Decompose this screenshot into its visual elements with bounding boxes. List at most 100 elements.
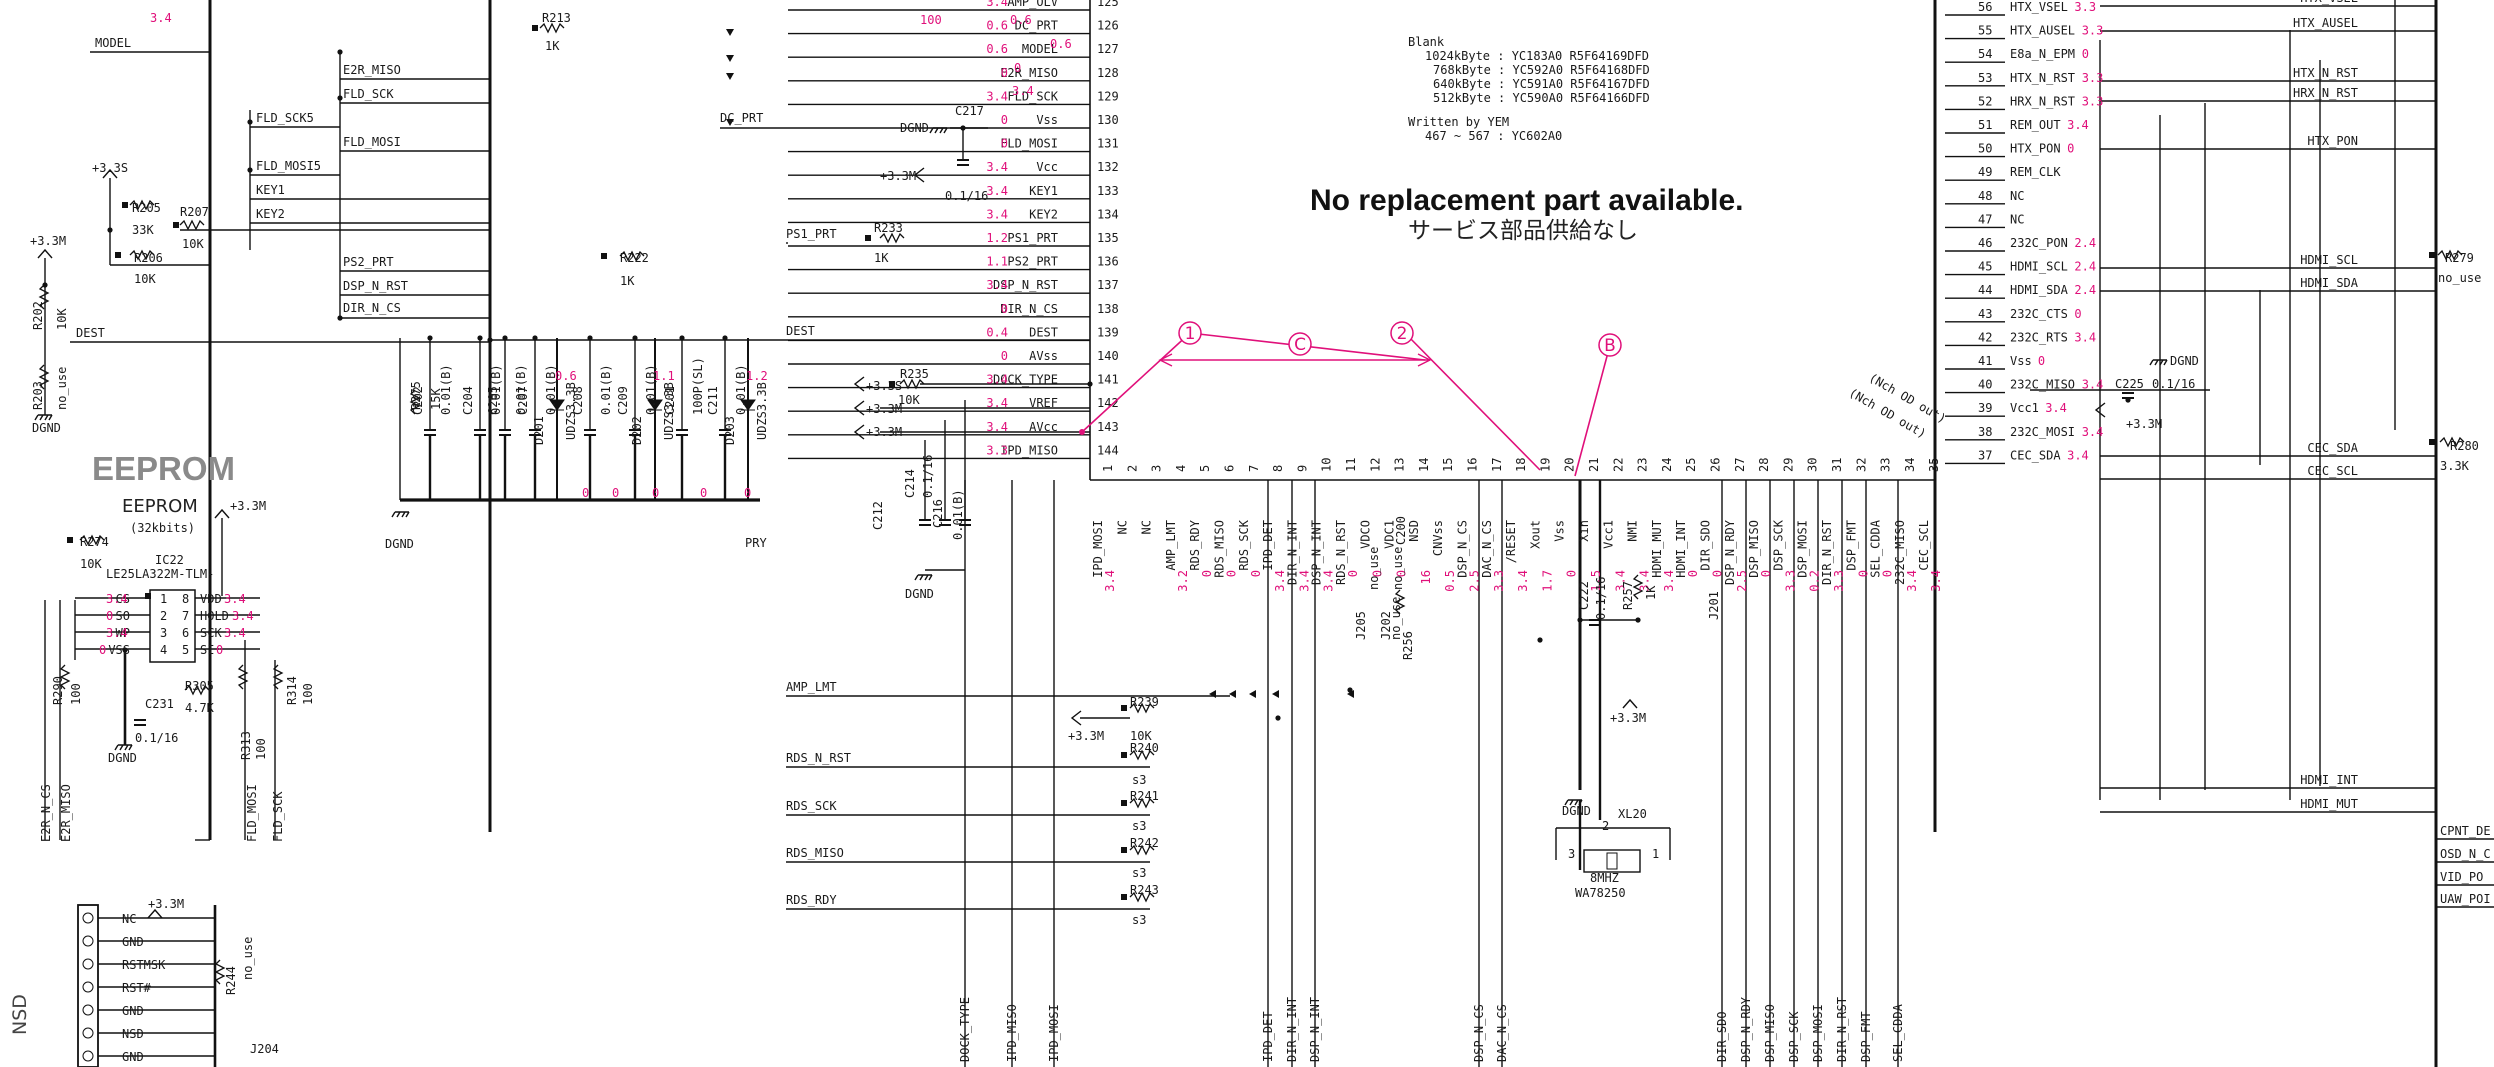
nsd-label: NSD [9,994,31,1035]
mcu-pin-number: 38 [1978,425,1992,439]
mcu-pin-number: 44 [1978,283,1992,297]
callout-2-text: 2 [1397,324,1408,344]
val-R222: 1K [620,274,635,288]
resistor-R313 [237,664,249,690]
val-C211: 0.01(B) [734,364,748,415]
mcu-pin-name: NC [1140,520,1154,534]
mcu-pin-name: RDS_MISO [1213,520,1227,578]
mcu-pin-name: Vcc1 [1601,520,1615,549]
pin-voltage: 0 [1200,570,1214,577]
pin-voltage: 2.5 [1468,570,1482,592]
mcu-pin-name: DSP_SCK [1771,519,1785,570]
callout-1-text: 1 [1185,324,1196,344]
supply-label: +3.3M [1610,711,1646,725]
pin-voltage: 0.6 [555,369,577,383]
mcu-pin-name: VDCO [1358,520,1372,549]
pin-voltage: 0 [1001,137,1008,151]
ref-R313: R313 [239,731,253,760]
pin-voltage: 0 [1565,570,1579,577]
ground-dgnd [34,414,53,421]
net-label: DC_PRT [720,111,763,125]
ref-J201: J201 [1707,591,1721,620]
bottom-net-label: DAC_N_CS [1495,1004,1509,1062]
mcu-pin-number: 130 [1097,113,1119,127]
pin-voltage: 0 [1711,570,1725,577]
callout-1 [1178,321,1202,345]
ref-R241: R241 [1130,789,1159,803]
supply-label: +3.3M [866,425,902,439]
mcu-pin-number: 138 [1097,302,1119,316]
mcu-pin-name: DIR_N_CS [1000,302,1058,316]
ref-R202: R202 [31,301,45,330]
ref-R257: R257 [1621,581,1635,610]
junction-dot [532,335,538,341]
net-label: KEY2 [256,207,285,221]
net-label-right: HDMI_SDA [2300,276,2359,290]
signal-direction-marker [1229,690,1236,698]
mcu-pin-number: 28 [1757,458,1771,472]
supply-label: +3.3M [2126,417,2162,431]
mcu-pin-name: RDS_RDY [1188,519,1202,570]
part-pin1-marker [1121,847,1127,853]
pin-voltage: 3.3 [1783,570,1797,592]
net-label: FLD_MOSI [343,135,401,149]
resistor-R279 [2437,249,2463,261]
net-label: FLD_SCK5 [256,111,314,125]
val-R274: 10K [80,557,102,571]
signal-direction-marker [726,55,734,62]
eeprom-pin-name: SI [200,643,214,657]
supply-arrow [214,508,230,519]
mcu-pin-number: 20 [1563,458,1577,472]
mcu-pin-number: 21 [1587,458,1601,472]
part-pin1-marker [1121,894,1127,900]
xtal-part: WA78250 [1575,886,1626,900]
junction-dot [1577,617,1583,623]
mcu-pin-name: HTX_AUSEL [2010,24,2075,38]
net-label-right: HDMI_INT [2300,773,2358,787]
val-C231: 0.1/16 [135,731,178,745]
net-label: FLD_SCK [343,87,394,101]
bottom-net-label: IPD_DET [1261,1011,1275,1062]
pin-voltage: 3.4 [1273,570,1287,592]
net-label-right-out: CPNT_DE [2440,824,2491,838]
ref-C222: C222 [1577,581,1591,610]
val-R313: 100 [254,738,268,760]
resistor-R235 [899,378,925,390]
val-C217: 0.1/16 [945,189,988,203]
callout-leader [1081,332,1611,477]
callout-2 [1390,321,1414,345]
junction-dot [960,125,966,131]
ref-C205: C205 [486,386,500,415]
val-R305: 4.7K [185,701,215,715]
pin-voltage: 0 [106,609,113,623]
pin-voltage: 0 [1881,570,1895,577]
val-R203: no_use [55,367,69,410]
pin-voltage: 3.4 [2082,425,2104,439]
resistor-R240 [1129,749,1155,761]
mcu-pin-name: AVss [1029,349,1058,363]
pin-voltage: 0 [700,486,707,500]
eeprom-pin-name: SCK [200,626,222,640]
ground-label: DGND [1562,804,1591,818]
xtal-freq: 8MHZ [1590,871,1619,885]
mcu-pin-number: 10 [1320,458,1334,472]
mcu-pin-name: HDMI_SCL [2010,260,2068,274]
net-label: DSP_N_RST [343,279,408,293]
mcu-pin-number: 41 [1978,354,1992,368]
diode-D202 [647,399,663,411]
mcu-pin-number: 33 [1879,458,1893,472]
net-label: RDS_MISO [786,846,844,860]
val-R314: 100 [301,683,315,705]
resistor-R233 [879,232,905,244]
supply-arrow [102,168,118,179]
bottom-net-label: DSP_FMT [1859,1011,1873,1062]
mcu-pin-number: 24 [1660,458,1674,472]
mcu-pin-number: 142 [1097,396,1119,410]
ref-C214: C214 [903,469,917,498]
mcu-pin-name: Vcc [1036,160,1058,174]
ref-R203: R203 [31,381,45,410]
part-pin1-marker [1121,705,1127,711]
ref-R274: R274 [80,535,109,549]
resistor-R213 [539,22,565,34]
